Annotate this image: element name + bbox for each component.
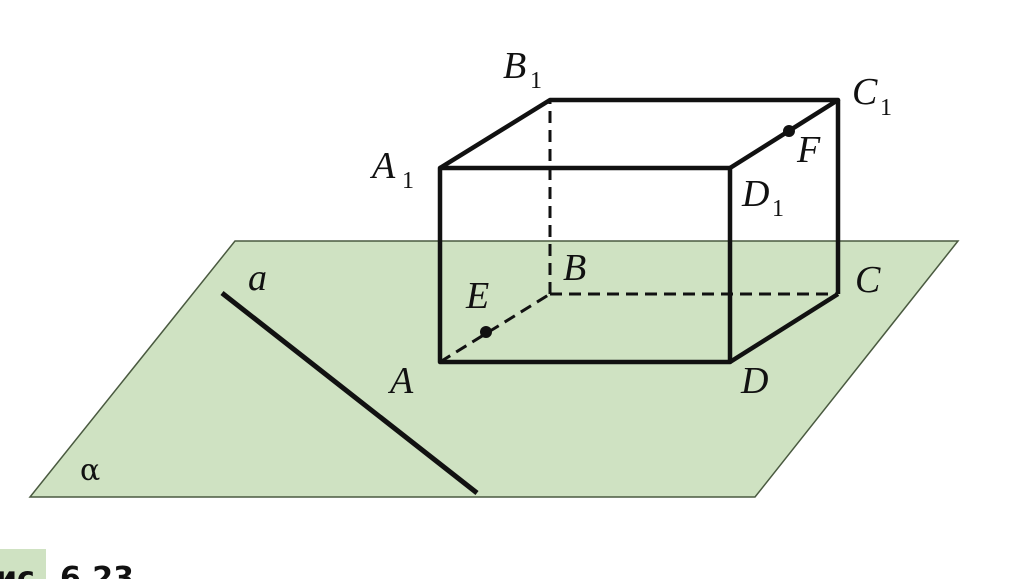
label-C1-sub: 1: [880, 95, 892, 121]
plane-alpha: [28, 240, 960, 498]
point-E: [480, 326, 492, 338]
caption-number: 6.23: [60, 561, 134, 579]
line-a: [220, 291, 479, 495]
label-A1-sub: 1: [402, 168, 414, 194]
caption-tag: [0, 549, 46, 579]
label-A: A: [387, 360, 414, 402]
edges-top-right: [438, 97, 841, 170]
label-D: D: [740, 360, 768, 402]
label-D1-sub: 1: [772, 196, 784, 222]
label-line-a: a: [248, 257, 267, 299]
label-A1: A: [369, 145, 396, 187]
caption-prefix: ис: [0, 561, 35, 579]
label-C: C: [855, 259, 881, 301]
edge-AB: [439, 292, 551, 364]
label-F: F: [796, 129, 821, 171]
edge-CD: [728, 292, 840, 364]
label-C1: C: [852, 71, 878, 113]
label-B1-sub: 1: [530, 68, 542, 94]
label-B1: B: [503, 45, 526, 87]
label-E: E: [465, 275, 489, 317]
label-plane-alpha: α: [80, 453, 100, 488]
label-D1: D: [741, 173, 769, 215]
point-F: [783, 125, 795, 137]
hidden-edges: [439, 100, 838, 364]
label-B: B: [563, 247, 586, 289]
